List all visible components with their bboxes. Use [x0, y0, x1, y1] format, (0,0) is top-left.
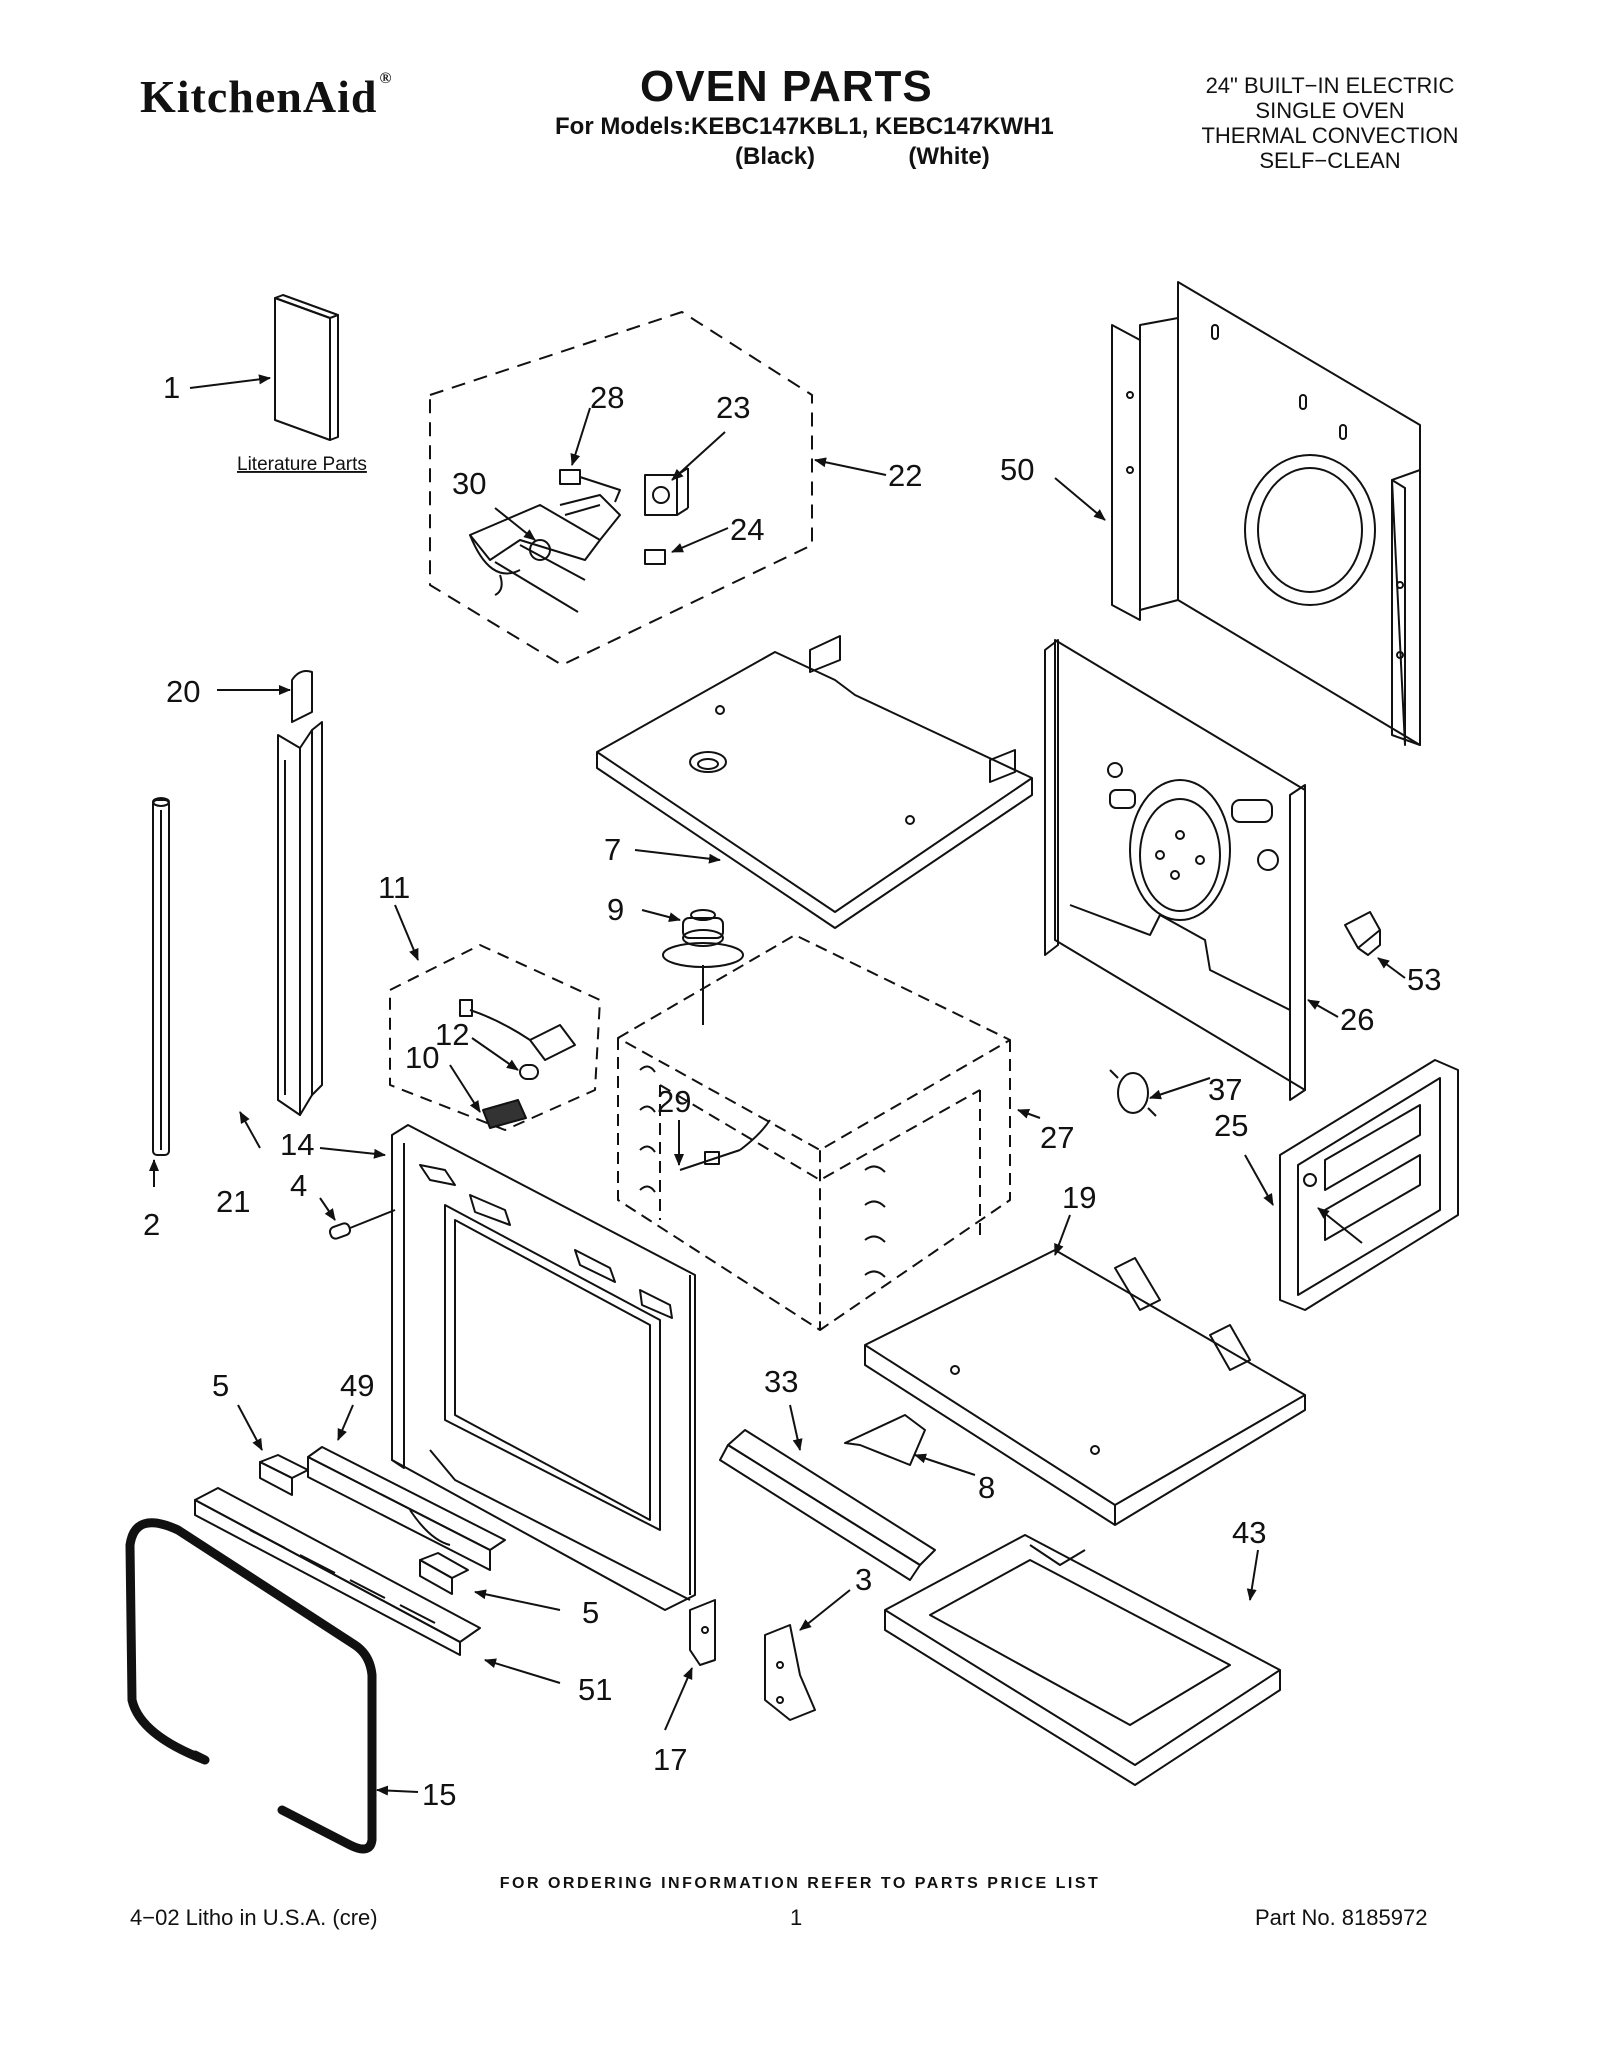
callout-1: 1 [163, 370, 180, 405]
callout-30: 30 [452, 466, 486, 501]
callout-2: 2 [143, 1207, 160, 1242]
part-24-fuse [644, 549, 666, 565]
part-4-screw [328, 1209, 396, 1240]
registered-mark: ® [379, 70, 393, 87]
spec-line: SELF−CLEAN [1259, 148, 1401, 173]
callout-26: 26 [1340, 1002, 1374, 1037]
callout-14: 14 [280, 1127, 314, 1162]
part-14-door-frame [391, 1124, 696, 1611]
callout-24: 24 [730, 512, 764, 547]
part-19-bottom-panel [864, 1249, 1306, 1526]
variant-white: (White) [908, 143, 990, 170]
callout-11: 11 [378, 870, 410, 905]
callout-49: 49 [340, 1368, 374, 1403]
oven-rack-rails [639, 1065, 886, 1278]
spec-line: THERMAL CONVECTION [1201, 123, 1459, 148]
callout-15: 15 [422, 1777, 456, 1812]
print-info: 4−02 Litho in U.S.A. (cre) [130, 1905, 378, 1930]
part-28-switch [559, 469, 621, 503]
callout-7: 7 [604, 832, 621, 867]
page-title: OVEN PARTS [640, 62, 933, 111]
callout-17: 17 [653, 1742, 687, 1777]
part-5-spacer-top [259, 1454, 309, 1496]
part-21-side-trim [277, 721, 323, 1116]
part-3-hinge-receiver [764, 1624, 816, 1721]
callout-27: 27 [1040, 1120, 1074, 1155]
spec-line: SINGLE OVEN [1255, 98, 1405, 123]
callout-28: 28 [590, 380, 624, 415]
callout-labels: 1 28 23 22 30 24 50 20 7 11 9 26 53 12 1… [143, 370, 1441, 1812]
part-5-spacer-bottom [419, 1552, 469, 1595]
part-50-rear-panel [1111, 281, 1421, 746]
part-15-gasket [125, 1518, 377, 1854]
callout-10: 10 [405, 1040, 439, 1075]
brand-logo: KitchenAid® [140, 70, 392, 123]
callout-8: 8 [978, 1470, 995, 1505]
callout-33: 33 [764, 1364, 798, 1399]
page-number: 1 [790, 1905, 803, 1930]
callout-19: 19 [1062, 1180, 1096, 1215]
part-17-hinge [689, 1599, 716, 1666]
part-37-thermostat [1109, 1069, 1157, 1117]
variant-black: (Black) [735, 143, 816, 170]
model-numbers: For Models:KEBC147KBL1, KEBC147KWH1 [555, 113, 1054, 140]
part-26-oven-back [1044, 639, 1306, 1101]
part-literature [274, 294, 339, 441]
part-number: Part No. 8185972 [1255, 1905, 1428, 1930]
part-22-group-outline [429, 311, 813, 666]
spec-line: 24" BUILT−IN ELECTRIC [1205, 73, 1455, 98]
part-light-lamp-assembly [459, 999, 576, 1129]
callout-22: 22 [888, 458, 922, 493]
part-9-fan-motor [662, 909, 744, 1025]
callout-43: 43 [1232, 1515, 1266, 1550]
callout-3: 3 [855, 1562, 872, 1597]
leader-lines [149, 374, 1406, 1796]
callout-5-bottom: 5 [582, 1595, 599, 1630]
callout-29: 29 [657, 1084, 691, 1119]
part-11-lamp-group-outline [389, 944, 601, 1131]
callout-21: 21 [216, 1184, 250, 1219]
callout-20: 20 [166, 674, 200, 709]
part-23-relay [644, 467, 689, 516]
literature-parts-label: Literature Parts [237, 454, 367, 475]
part-2-rod [152, 797, 170, 1156]
ordering-note: FOR ORDERING INFORMATION REFER TO PARTS … [499, 1875, 1101, 1892]
callout-50: 50 [1000, 452, 1034, 487]
oven-spec: 24" BUILT−IN ELECTRIC SINGLE OVEN THERMA… [1160, 73, 1500, 173]
callout-5-top: 5 [212, 1368, 229, 1403]
part-7-top-panel [596, 635, 1033, 929]
brand-name: KitchenAid [140, 71, 378, 122]
callout-9: 9 [607, 892, 624, 927]
part-8-bracket [844, 1414, 926, 1466]
part-53-bracket [1344, 911, 1381, 956]
model-variants: (Black) (White) [735, 143, 990, 171]
part-51-grille [194, 1487, 481, 1656]
callout-25: 25 [1214, 1108, 1248, 1143]
part-29-sensor [679, 1119, 771, 1171]
callout-23: 23 [716, 390, 750, 425]
part-20-cap [291, 670, 313, 723]
part-27-oven-cavity [617, 934, 1011, 1331]
part-30-bracket [469, 494, 621, 613]
callout-51: 51 [578, 1672, 612, 1707]
part-43-tray [884, 1534, 1281, 1786]
part-33-bottom-trim [719, 1429, 936, 1581]
callout-53: 53 [1407, 962, 1441, 997]
callout-4: 4 [290, 1168, 307, 1203]
callout-37: 37 [1208, 1072, 1242, 1107]
part-25-side-panel [1279, 1059, 1459, 1311]
callout-12: 12 [435, 1017, 469, 1052]
